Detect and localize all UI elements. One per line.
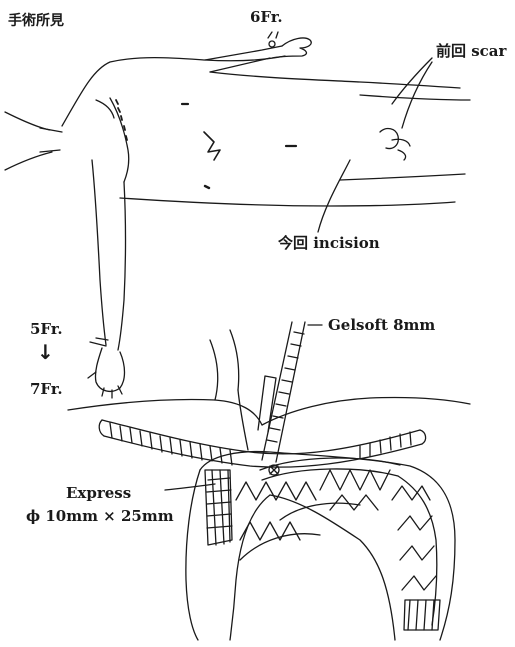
- patient-body-outline: [5, 32, 470, 398]
- right-arm-sheath-label: 6Fr.: [250, 8, 283, 26]
- arrow-down-icon: ↓: [37, 340, 54, 364]
- graft-label: Gelsoft 8mm: [328, 316, 435, 334]
- current-incision-label: 今回 incision: [278, 232, 380, 253]
- left-arm-sheath-from-label: 5Fr.: [30, 320, 63, 338]
- stent-name-label: Express: [66, 484, 131, 502]
- stent-size-label: ϕ 10mm × 25mm: [26, 507, 174, 525]
- previous-scar-label: 前回 scar: [436, 40, 506, 61]
- aortic-arch-sketch: [68, 322, 470, 640]
- left-arm-sheath-to-label: 7Fr.: [30, 380, 63, 398]
- title-label: 手術所見: [8, 10, 64, 30]
